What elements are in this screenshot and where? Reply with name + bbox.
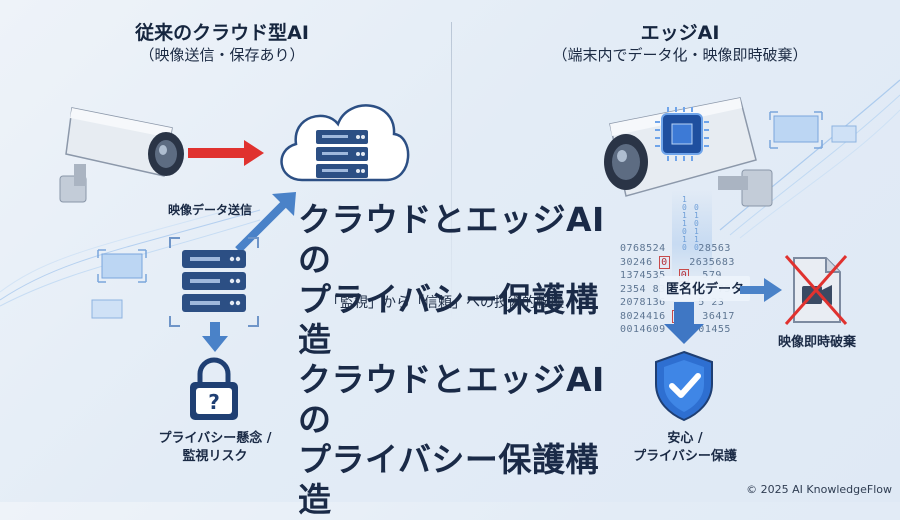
privacy-concern-line2: 監視リスク bbox=[182, 449, 248, 464]
matrix-left-digits: 8024416 bbox=[620, 310, 666, 322]
matrix-right-digits: 01455 bbox=[698, 324, 731, 335]
safe-label-line1: 安心 / bbox=[667, 431, 703, 446]
deleted-video-file-icon bbox=[784, 255, 848, 325]
matrix-left-digits: 1374535 bbox=[620, 270, 666, 281]
right-wave-decoration bbox=[719, 79, 900, 239]
right-subtitle: （端末内でデータ化・映像即時破棄） bbox=[552, 46, 808, 64]
matrix-right-digits: 5 23 bbox=[698, 297, 725, 308]
privacy-concern-label: プライバシー懸念 / 監視リスク bbox=[140, 430, 290, 466]
floating-screen-icon bbox=[97, 249, 147, 283]
data-stream bbox=[672, 190, 712, 280]
binary-stream-2: 0 1 0 1 1 0 bbox=[694, 203, 699, 252]
safe-label-line2: プライバシー保護 bbox=[633, 449, 737, 464]
padlock-question-icon: ? bbox=[190, 357, 238, 420]
floating-screen-icon-small bbox=[91, 299, 123, 319]
anonymized-data-label: 匿名化データ bbox=[666, 282, 745, 297]
left-subtitle: （映像送信・保存あり） bbox=[139, 46, 305, 64]
copyright-footer: © 2025 AI KnowledgeFlow bbox=[746, 483, 892, 496]
matrix-left-digits: 0014609 bbox=[620, 324, 666, 335]
matrix-row: 2078136 5 23 bbox=[620, 296, 780, 310]
matrix-right-digits: 2635683 bbox=[689, 256, 735, 268]
left-title: 従来のクラウド型AI bbox=[135, 22, 309, 44]
safe-label: 安心 / プライバシー保護 bbox=[610, 430, 760, 466]
binary-stream: 1 0 1 1 0 1 0 bbox=[682, 195, 687, 252]
send-data-label: 映像データ送信 bbox=[168, 203, 253, 217]
matrix-left-digits: 2354 83 bbox=[620, 283, 666, 295]
matrix-highlight-cell: 0 bbox=[659, 255, 670, 269]
floating-screen-icon-right-small bbox=[831, 125, 857, 143]
down-arrow-right bbox=[664, 302, 704, 344]
center-title: クラウドとエッジAIの プライバシー保護構造 bbox=[298, 200, 618, 360]
matrix-left-digits: 30246 bbox=[620, 256, 653, 268]
matrix-row: 0014609 01455 bbox=[620, 323, 780, 337]
center-title-line1: クラウドとエッジAIの bbox=[298, 200, 605, 279]
center-title-repeat: クラウドとエッジAIの プライバシー保護構造 bbox=[298, 360, 618, 520]
matrix-row: 0768524 28563 bbox=[620, 242, 780, 256]
svg-text:?: ? bbox=[208, 390, 220, 414]
center-title-line2: プライバシー保護構造 bbox=[298, 280, 599, 359]
matrix-left-digits: 2078136 bbox=[620, 297, 666, 308]
matrix-highlight-cell bbox=[670, 257, 677, 268]
floating-screen-icon-right bbox=[769, 111, 823, 149]
matrix-right-digits: 579 bbox=[702, 270, 722, 281]
column-divider bbox=[451, 22, 452, 322]
matrix-highlight-cell: 0 bbox=[678, 269, 690, 282]
anonymized-data-box: 匿名化データ bbox=[660, 276, 751, 301]
down-arrow-left bbox=[202, 322, 228, 352]
privacy-concern-line1: プライバシー懸念 / bbox=[158, 431, 272, 446]
cloud-server-icon bbox=[280, 104, 410, 182]
matrix-highlight-cell bbox=[679, 243, 686, 254]
matrix-right-digits: 36417 bbox=[702, 310, 735, 322]
server-rack-icon bbox=[169, 237, 259, 327]
discard-label: 映像即時破棄 bbox=[777, 335, 856, 350]
matrix-row: 30246 0 2635683 bbox=[620, 255, 780, 270]
right-title: エッジAI bbox=[640, 22, 720, 44]
edge-camera-chip-icon bbox=[604, 97, 773, 207]
upload-arrow bbox=[235, 192, 296, 253]
discard-arrow bbox=[740, 278, 782, 302]
center-title-repeat-line2: プライバシー保護構造 bbox=[298, 440, 599, 519]
center-subtitle: 「監視」から「信頼」への技術的転換 bbox=[326, 295, 564, 311]
red-send-arrow bbox=[188, 140, 264, 166]
center-title-repeat-line1: クラウドとエッジAIの bbox=[298, 360, 605, 439]
cctv-camera-icon bbox=[59, 107, 184, 203]
matrix-row: 1374535 0 579 bbox=[620, 269, 780, 283]
matrix-left-digits: 0768524 bbox=[620, 243, 666, 254]
matrix-right-digits: 28563 bbox=[698, 243, 731, 254]
shield-check-icon bbox=[655, 350, 713, 422]
